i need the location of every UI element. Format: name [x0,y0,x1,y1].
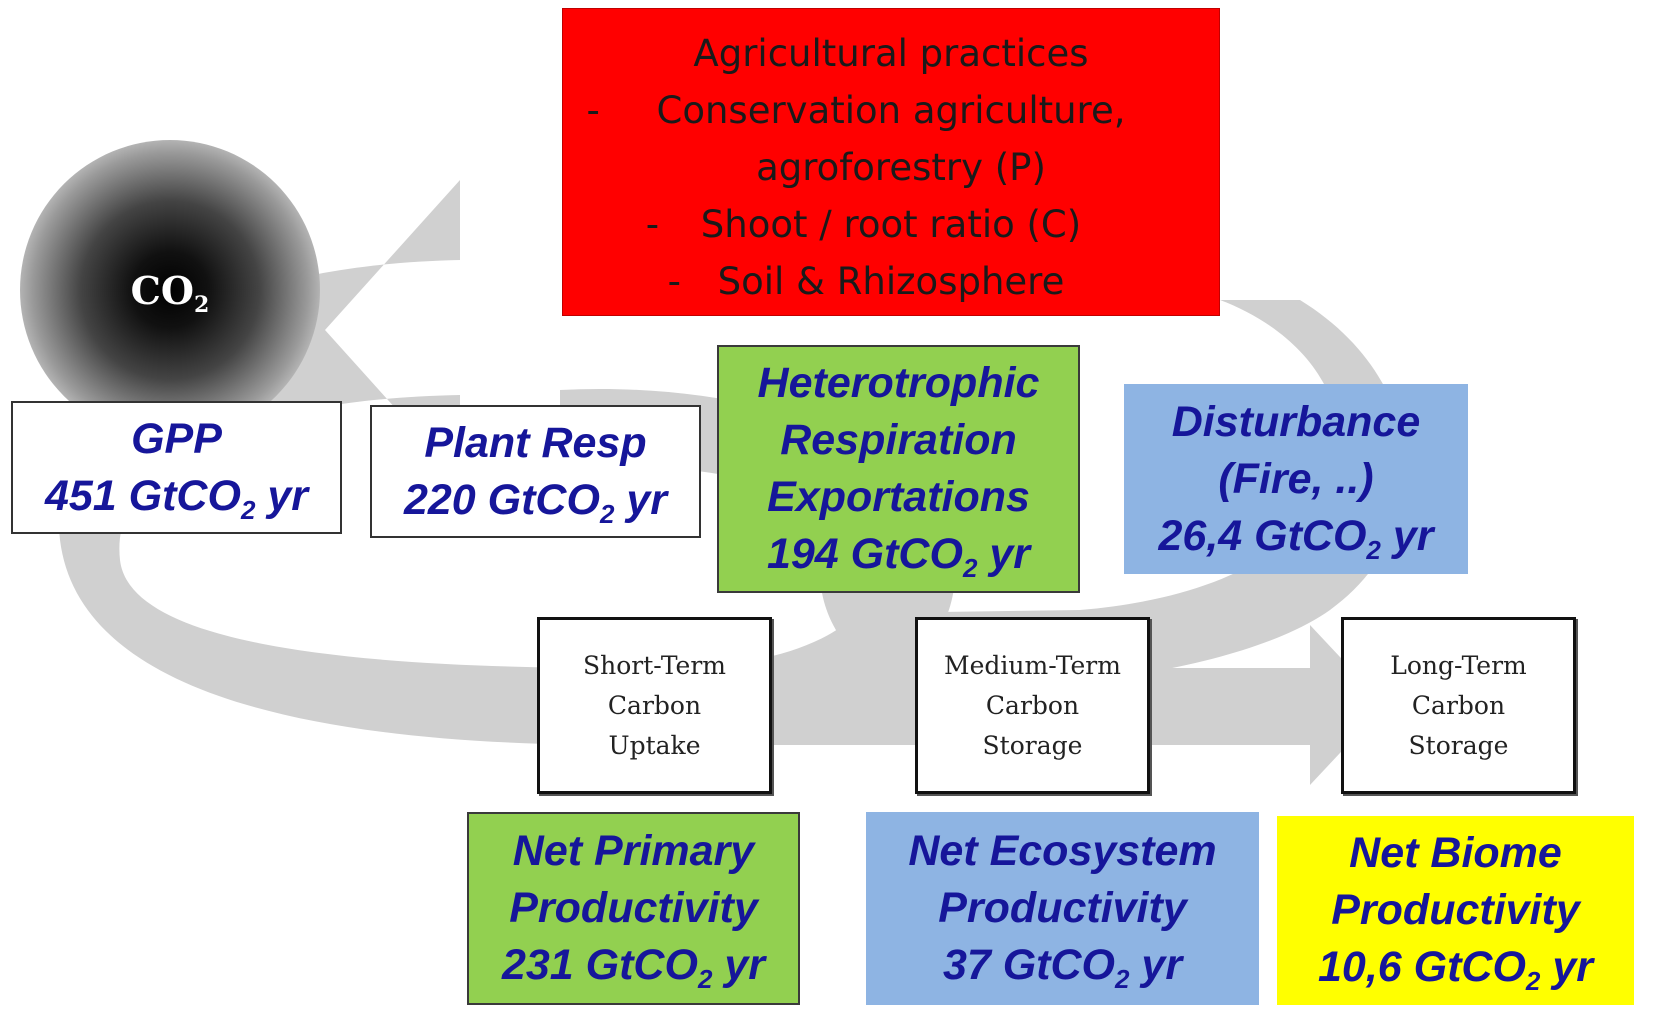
npp-value: 231 GtCO2 yr [501,941,766,994]
gpp-value: 451 GtCO2 yr [44,471,309,525]
stage-label: Carbon [1411,690,1506,720]
practice-item: -Soil & Rhizosphere [667,260,1065,303]
stage-label: Short-Term [582,650,727,680]
npp-productivity-label: Productivity [509,884,758,932]
nep-box: Net Ecosystem Productivity 37 GtCO2 yr [866,812,1259,1005]
plant-resp-value: 220 GtCO2 yr [403,475,668,529]
gpp-label: GPP [131,414,222,463]
practice-item: -Conservation agriculture, [586,89,1126,132]
nep-label: Net Ecosystem [908,827,1217,875]
stage-label: Long-Term [1390,650,1527,680]
disturbance-box: Disturbance (Fire, ..) 26,4 GtCO2 yr [1124,384,1468,574]
plant-resp-label: Plant Resp [424,418,647,467]
long-term-storage-box: Long-Term Carbon Storage [1341,617,1576,794]
stage-label: Storage [982,730,1083,760]
stage-label: Medium-Term [944,650,1121,680]
nbp-value: 10,6 GtCO2 yr [1318,943,1593,996]
stage-label: Uptake [608,730,701,760]
nbp-box: Net Biome Productivity 10,6 GtCO2 yr [1277,816,1634,1005]
co2-sphere: CO2 [20,140,320,440]
agricultural-practices-box: Agricultural practices -Conservation agr… [562,8,1220,316]
npp-label: Net Primary [512,827,755,875]
heterotrophic-box: Heterotrophic Respiration Exportations 1… [717,345,1080,593]
disturbance-label: Disturbance [1171,397,1421,446]
practice-item: agroforestry (P) [756,146,1046,189]
gpp-box: GPP 451 GtCO2 yr [11,401,342,534]
npp-box: Net Primary Productivity 231 GtCO2 yr [467,812,800,1005]
right-loop-band [940,300,1406,690]
nbp-productivity-label: Productivity [1331,886,1580,934]
stage-label: Carbon [607,690,702,720]
heterotrophic-value: 194 GtCO2 yr [766,530,1031,583]
medium-term-storage-box: Medium-Term Carbon Storage [915,617,1150,794]
plant-resp-box: Plant Resp 220 GtCO2 yr [370,405,701,538]
nep-productivity-label: Productivity [938,884,1187,932]
short-term-uptake-box: Short-Term Carbon Uptake [537,617,772,794]
disturbance-value: 26,4 GtCO2 yr [1158,511,1434,565]
nep-value: 37 GtCO2 yr [942,941,1183,994]
nbp-label: Net Biome [1349,829,1562,877]
fire-label: (Fire, ..) [1218,454,1374,503]
practices-title: Agricultural practices [693,32,1089,75]
co2-label: CO2 [130,267,210,318]
stage-label: Storage [1408,730,1509,760]
exportations-label: Exportations [767,473,1030,521]
practice-item: -Shoot / root ratio (C) [645,203,1082,246]
stage-label: Carbon [985,690,1080,720]
heterotrophic-label: Heterotrophic [757,359,1040,407]
respiration-label: Respiration [780,416,1017,464]
